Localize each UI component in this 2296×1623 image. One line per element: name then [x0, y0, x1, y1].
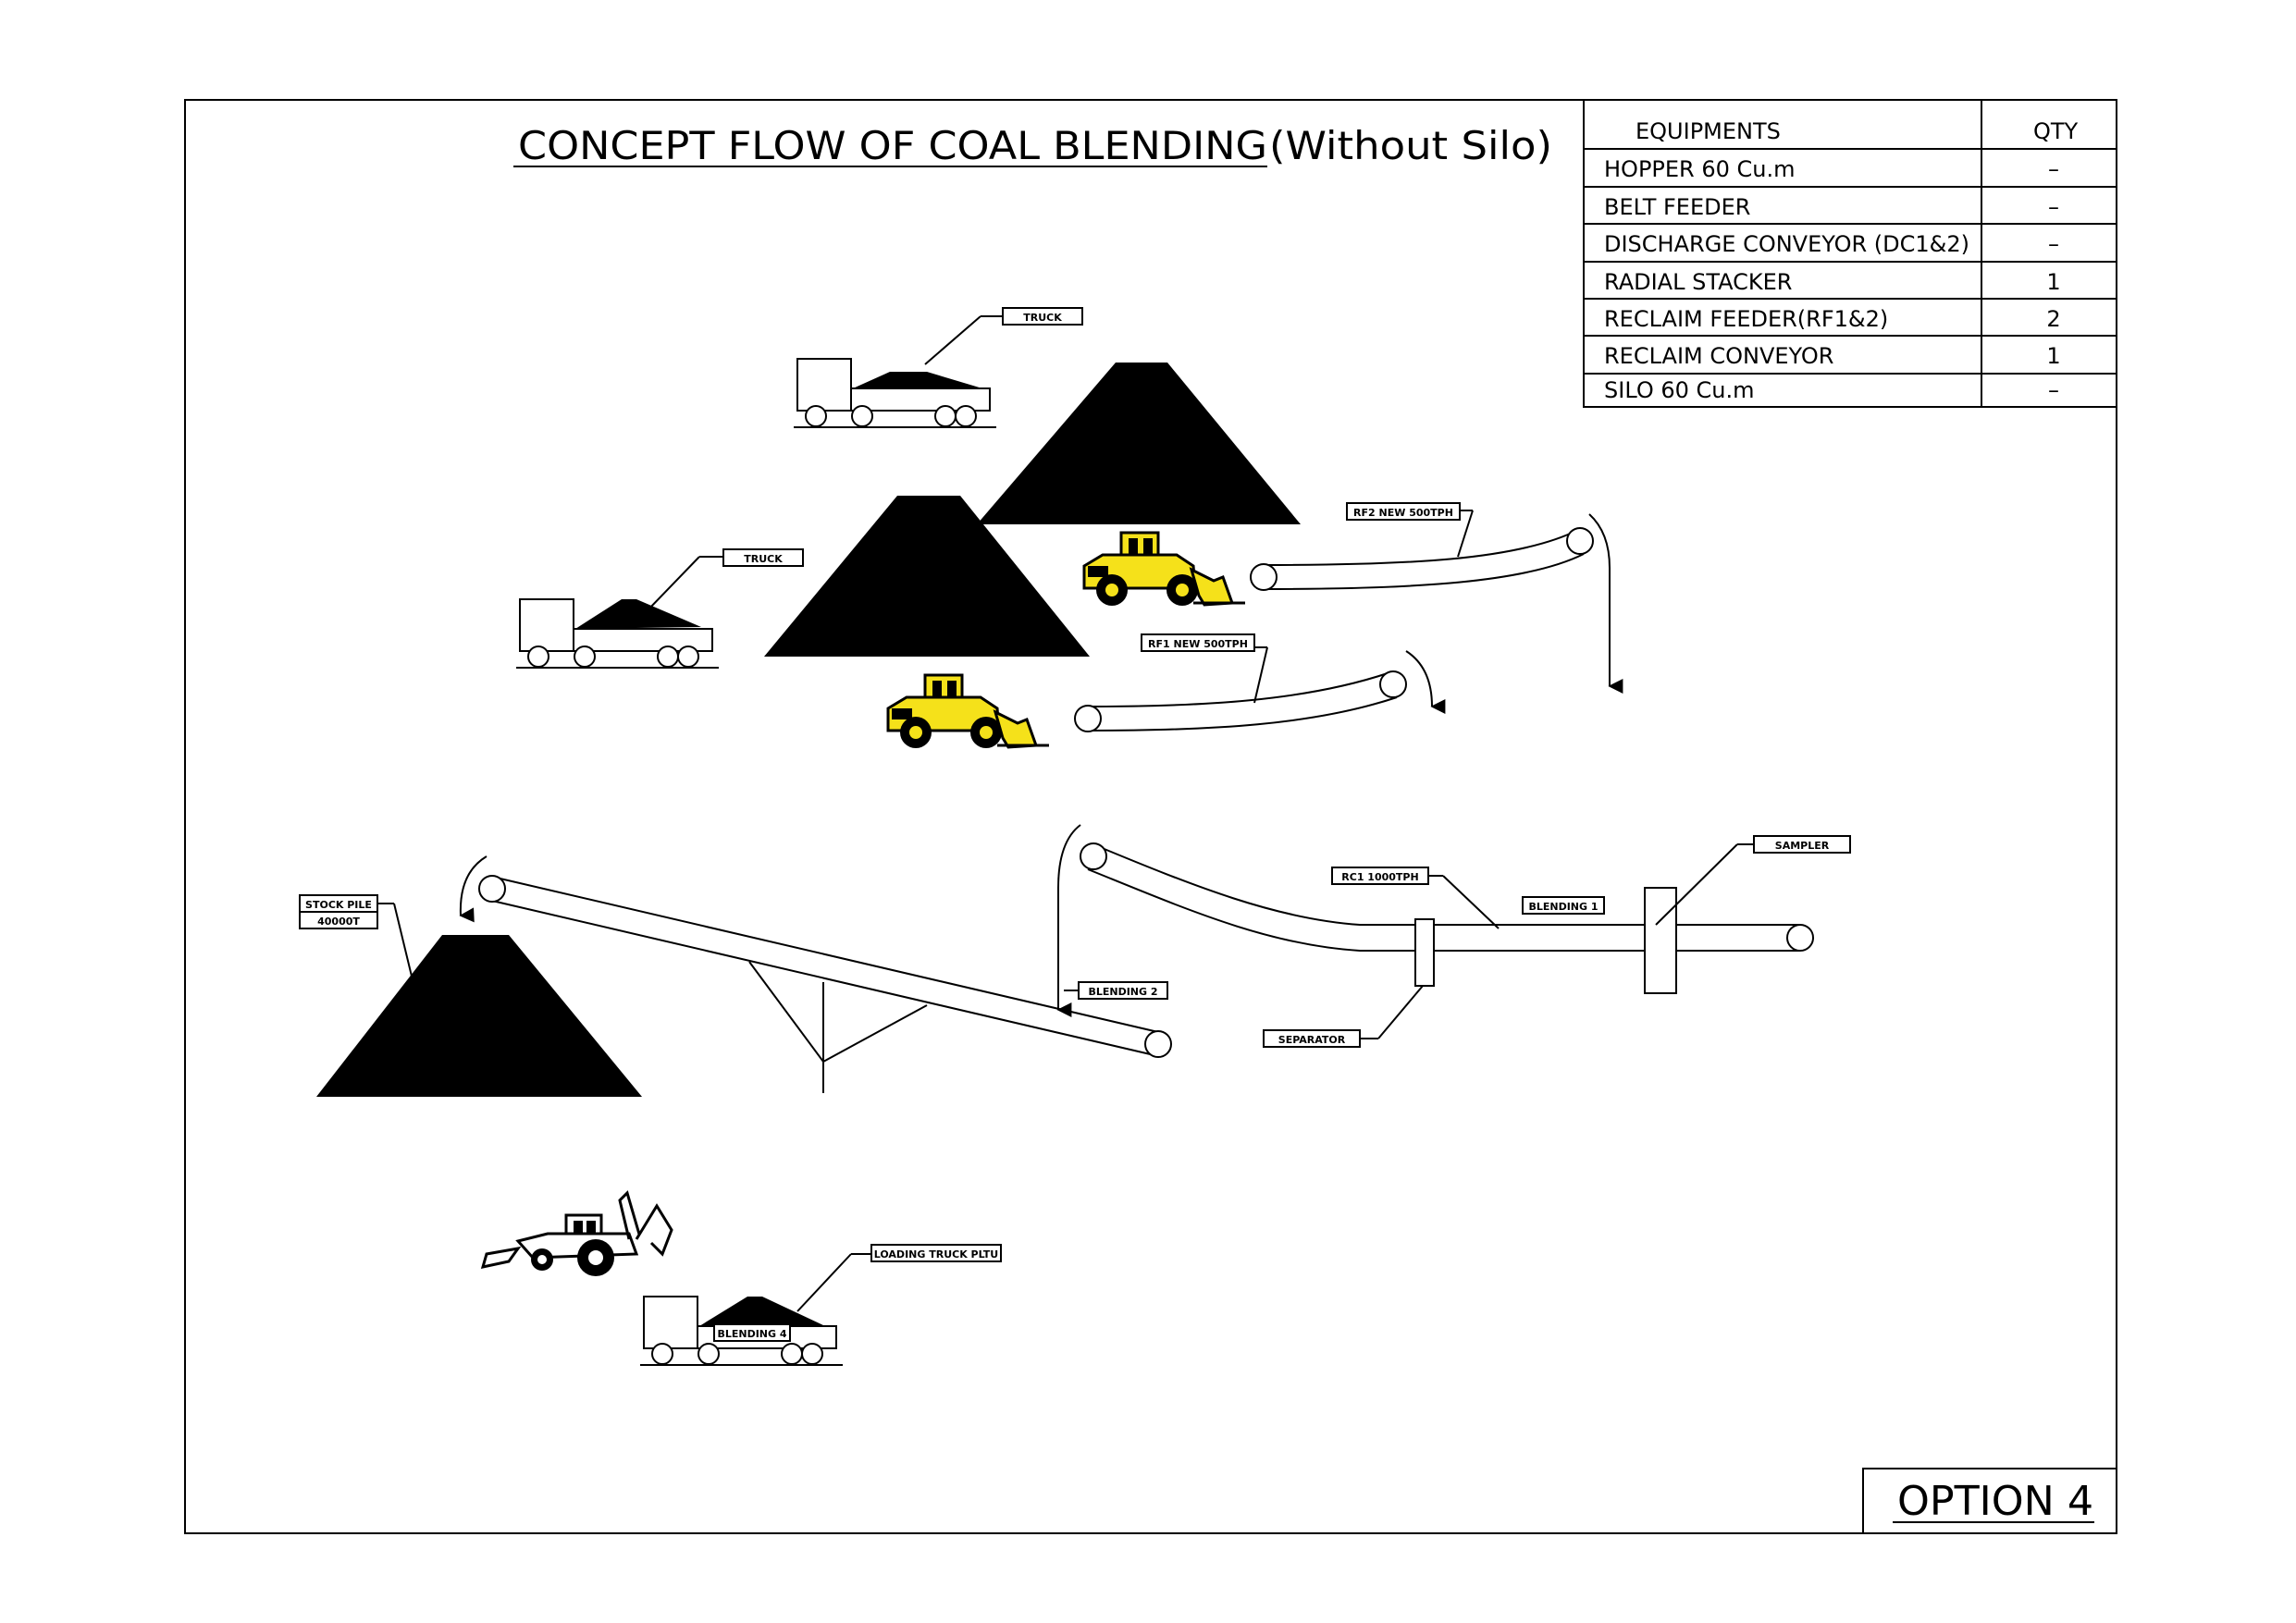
table-row-qty: – — [2048, 156, 2059, 182]
label-rf2: RF2 NEW 500TPH — [1353, 507, 1453, 519]
table-row-qty: 1 — [2046, 269, 2060, 295]
table-row-qty: – — [2048, 194, 2059, 220]
label-rf1: RF1 NEW 500TPH — [1148, 638, 1248, 650]
label-stock-pile-qty: 40000T — [317, 916, 360, 928]
backhoe-loader — [480, 1190, 673, 1276]
wheel-loader-lower — [886, 673, 1051, 750]
label-loading-truck: LOADING TRUCK PLTU — [874, 1248, 999, 1260]
table-row-qty: – — [2048, 377, 2059, 403]
loading-truck — [639, 1296, 844, 1366]
table-row-name: RADIAL STACKER — [1604, 269, 1792, 295]
label-stock-pile: STOCK PILE — [305, 899, 372, 911]
table-header-equipment: EQUIPMENTS — [1636, 118, 1781, 144]
stock-pile — [316, 935, 642, 1097]
option-label: OPTION 4 — [1897, 1478, 2093, 1525]
equipment-table: EQUIPMENTS QTY HOPPER 60 Cu.m – BELT FEE… — [1583, 99, 2117, 408]
truck-2 — [515, 598, 720, 669]
label-blending-2: BLENDING 2 — [1088, 986, 1157, 998]
table-row-qty: – — [2048, 231, 2059, 257]
coal-pile-rear — [977, 363, 1301, 524]
rc1-reclaim-conveyor — [1056, 824, 1814, 1017]
table-header-qty: QTY — [2033, 118, 2079, 144]
drawing-frame — [184, 99, 2117, 1534]
table-row-qty: 2 — [2046, 306, 2060, 332]
label-truck-2: TRUCK — [744, 553, 783, 565]
diagram-title-suffix: (Without Silo) — [1269, 123, 1552, 168]
rf2-conveyor — [1250, 513, 1623, 694]
table-row-name: SILO 60 Cu.m — [1604, 377, 1755, 403]
radial-stacker — [459, 855, 1172, 1093]
rf1-conveyor — [1074, 650, 1446, 732]
separator-unit — [1414, 918, 1435, 987]
table-row-name: DISCHARGE CONVEYOR (DC1&2) — [1604, 231, 1969, 257]
label-sampler: SAMPLER — [1775, 840, 1830, 852]
coal-pile-front — [764, 496, 1090, 657]
label-blending-1: BLENDING 1 — [1528, 901, 1598, 913]
diagram-title: CONCEPT FLOW OF COAL BLENDING — [518, 123, 1267, 168]
label-separator: SEPARATOR — [1278, 1034, 1346, 1046]
table-row-name: HOPPER 60 Cu.m — [1604, 156, 1796, 182]
label-rc1: RC1 1000TPH — [1341, 871, 1418, 883]
table-row-name: BELT FEEDER — [1604, 194, 1750, 220]
table-row-qty: 1 — [2046, 343, 2060, 369]
sampler-unit — [1644, 887, 1677, 994]
table-row-name: RECLAIM FEEDER(RF1&2) — [1604, 306, 1888, 332]
label-truck-1: TRUCK — [1023, 312, 1062, 324]
table-row-name: RECLAIM CONVEYOR — [1604, 343, 1833, 369]
wheel-loader-upper — [1082, 531, 1247, 608]
truck-1 — [793, 358, 997, 428]
label-blending-4: BLENDING 4 — [717, 1328, 786, 1340]
